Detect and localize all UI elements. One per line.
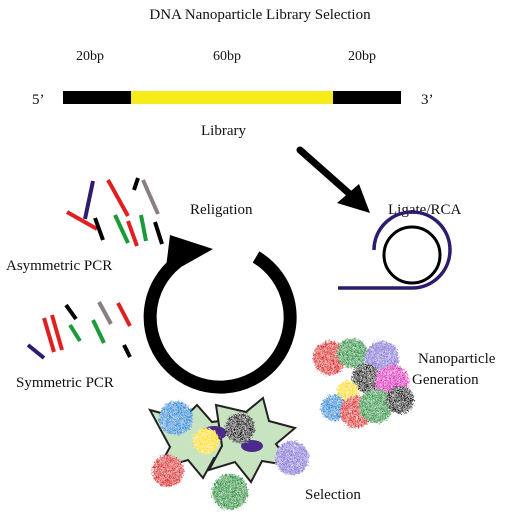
- label-selection: Selection: [305, 487, 361, 503]
- curved-arrow-icon: [296, 146, 370, 213]
- label-5-prime: 5’: [32, 92, 45, 108]
- primer-right-segment: [333, 91, 401, 104]
- nanoparticle: [352, 364, 380, 392]
- label-symmetric-pcr: Symmetric PCR: [16, 375, 114, 391]
- library-strand: [63, 91, 401, 104]
- nanoparticle: [225, 413, 255, 443]
- label-library: Library: [201, 123, 246, 139]
- diagram-title: DNA Nanoparticle Library Selection: [149, 7, 371, 23]
- nanoparticle: [159, 401, 193, 435]
- nanoparticle: [275, 441, 309, 475]
- cycle-arrow-icon: [143, 235, 297, 394]
- label-nanoparticle: Nanoparticle: [418, 351, 496, 367]
- label-3-prime: 3’: [421, 92, 434, 108]
- cell-nucleus: [241, 440, 263, 452]
- primer-left-segment: [63, 91, 131, 104]
- nanoparticle: [337, 338, 367, 368]
- nanoparticle: [212, 474, 248, 510]
- random-region-segment: [131, 91, 333, 104]
- label-religation: Religation: [190, 202, 253, 218]
- generated-nanoparticles: [313, 338, 414, 428]
- nanoparticle: [193, 428, 219, 454]
- nanoparticle: [386, 386, 414, 414]
- selection-nanoparticles: [152, 401, 309, 510]
- asymmetric-pcr-fragments: [66, 177, 164, 247]
- symmetric-pcr-fragments: [26, 301, 132, 360]
- nanoparticle: [359, 389, 393, 423]
- nanoparticle: [152, 455, 184, 487]
- rca-spiral-icon: [338, 210, 452, 290]
- label-generation: Generation: [412, 372, 479, 388]
- label-60bp-middle: 60bp: [213, 49, 241, 64]
- label-20bp-right: 20bp: [348, 49, 376, 64]
- label-asymmetric-pcr: Asymmetric PCR: [6, 258, 113, 274]
- label-20bp-left: 20bp: [76, 49, 104, 64]
